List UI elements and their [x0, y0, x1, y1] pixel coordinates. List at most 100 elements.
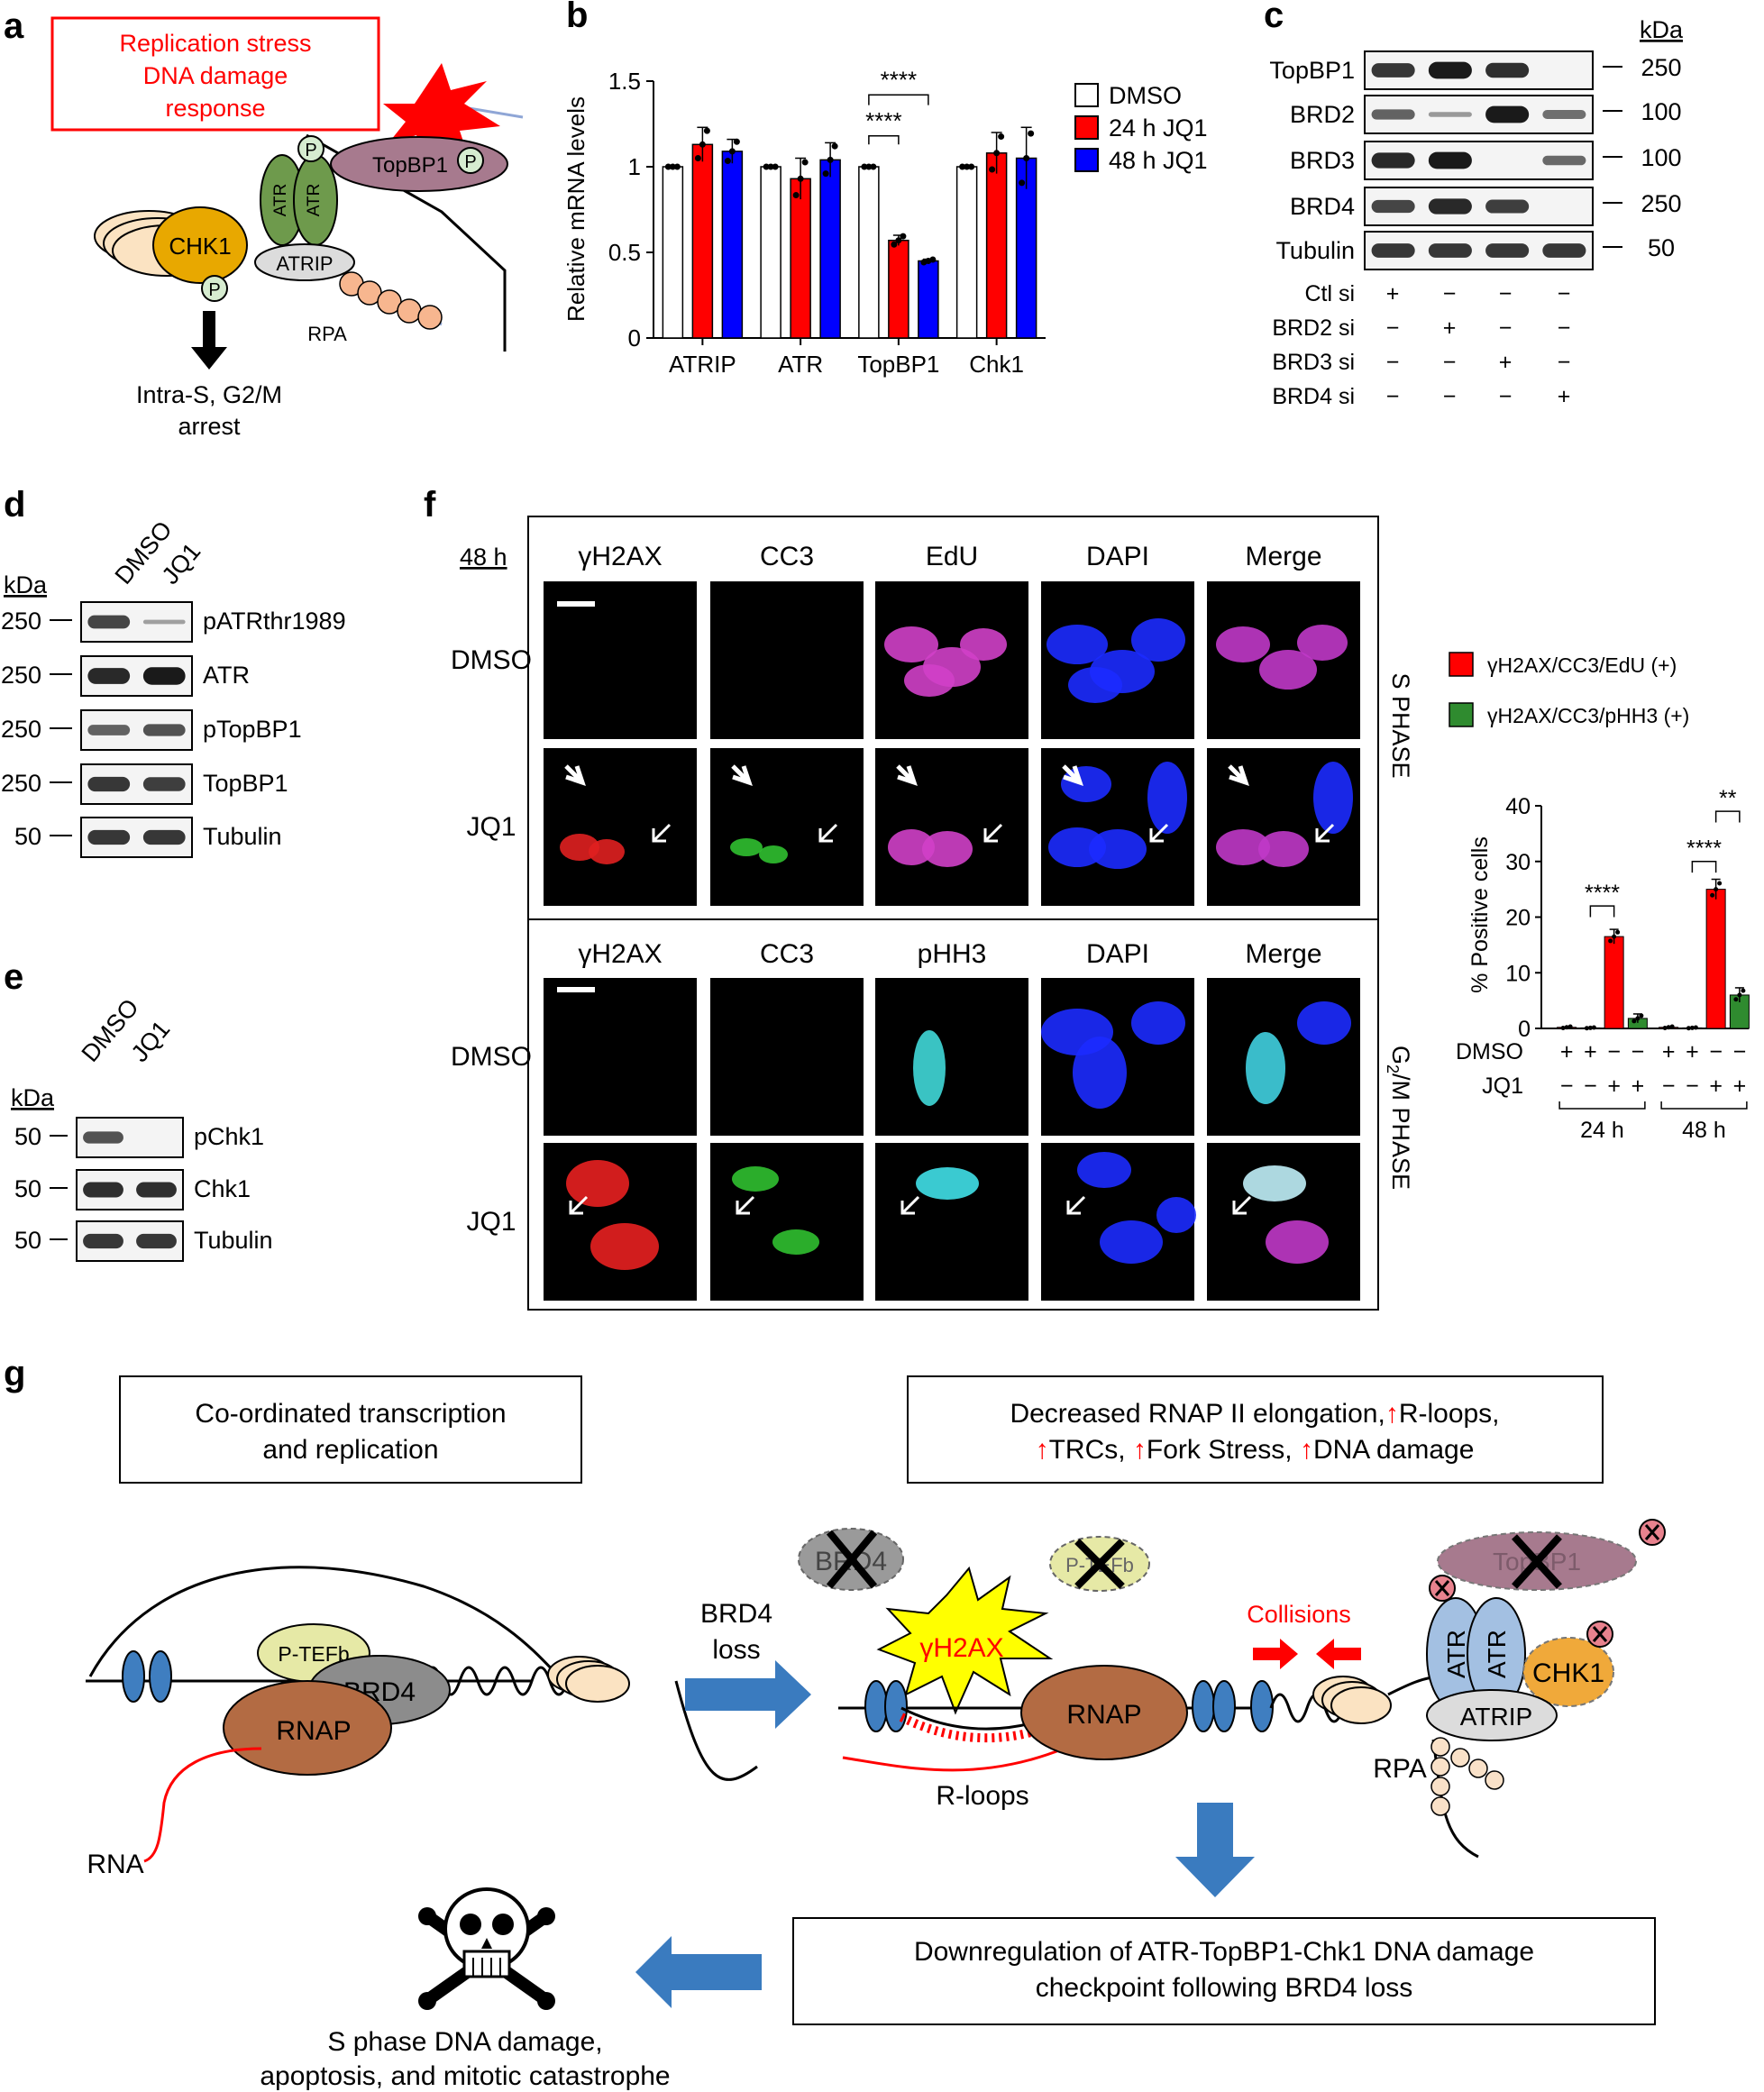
f-arrow-open [652, 823, 672, 843]
b-y-axis-label: Relative mRNA levels [562, 96, 590, 322]
middle-nucleosome-2 [884, 1680, 908, 1732]
e-kda-value: 50 [14, 1175, 41, 1202]
f-dmso-mark: − [1709, 1039, 1723, 1064]
e-row-band [83, 1131, 123, 1144]
f-cell [1131, 1001, 1185, 1045]
c-brd4-band [1428, 198, 1472, 215]
c-brd4-band [1485, 199, 1530, 214]
arrest-arrow-head [191, 347, 227, 370]
f-legend-label-edu: γH2AX/CC3/EdU (+) [1487, 653, 1677, 677]
b-data-point [929, 256, 937, 263]
middle-rnap [1020, 1665, 1188, 1760]
b-y-tick-label: 0.5 [608, 239, 641, 266]
f-cell [730, 838, 763, 856]
f-bar [1604, 936, 1624, 1029]
f-time-label: 24 h [1580, 1118, 1624, 1143]
f-tile-g2m-dmso [544, 978, 697, 1136]
f-arrow-solid [731, 764, 753, 786]
b-data-point [865, 163, 873, 170]
b-data-point [767, 163, 774, 170]
f-row-label: JQ1 [466, 812, 516, 842]
b-bar [985, 152, 1008, 339]
d-row-label: TopBP1 [203, 770, 288, 797]
f-row-label: DMSO [451, 645, 532, 675]
c-brd3-band [1428, 151, 1472, 169]
middle-nucleosome-5 [1250, 1680, 1274, 1732]
f-cell [884, 626, 938, 662]
f-dmso-mark: + [1584, 1039, 1597, 1064]
f-cell [1243, 1165, 1306, 1201]
f-data-point [1693, 1025, 1698, 1030]
b-data-point [891, 241, 898, 248]
d-row-label: ATR [203, 662, 250, 689]
b-data-point [1028, 130, 1035, 137]
middle-fork-stack [1312, 1676, 1392, 1724]
panel-d-label: d [4, 485, 25, 525]
f-dmso-mark: − [1607, 1039, 1621, 1064]
b-x-tick-label: ATRIP [669, 351, 736, 378]
c-brd2-band [1542, 110, 1586, 119]
f-cell [1073, 1037, 1127, 1109]
b-data-point [861, 163, 868, 170]
c-condition-mark: − [1558, 350, 1571, 375]
f-tile-s-jq1 [875, 748, 1028, 906]
b-y-tick-label: 0 [628, 324, 641, 352]
b-data-point [797, 175, 804, 182]
f-cell [1156, 1197, 1196, 1233]
f-data-point [1608, 938, 1613, 944]
atrip-label: ATRIP [276, 252, 333, 275]
arrest-line1: Intra-S, G2/M [136, 381, 282, 408]
left-nucleosome-2 [149, 1650, 172, 1703]
f-data-point [1631, 1019, 1637, 1024]
b-bar [858, 166, 880, 339]
d-row-band [87, 615, 131, 629]
c-topbp1-band [1371, 63, 1415, 78]
right-rpa-beads [1430, 1737, 1504, 1816]
b-bar [918, 260, 939, 339]
f-dmso-label: DMSO [1456, 1039, 1523, 1064]
c-condition-mark: − [1386, 350, 1400, 375]
f-cell [922, 831, 973, 867]
b-bar [955, 166, 978, 339]
f-time-bracket [1660, 1101, 1748, 1110]
c-condition-label: BRD4 si [1272, 384, 1355, 409]
f-tile-s-jq1 [544, 748, 697, 906]
b-data-point [763, 163, 770, 170]
d-row-band [142, 667, 186, 685]
stress-box-line1: Replication stress [119, 30, 311, 57]
d-row-label: Tubulin [203, 823, 282, 850]
f-data-point [1615, 929, 1621, 935]
f-data-point [1587, 1025, 1593, 1030]
c-topbp1-band [1485, 62, 1530, 78]
c-condition-label: BRD3 si [1272, 350, 1355, 375]
b-data-point [993, 150, 1001, 157]
c-condition-mark: − [1558, 315, 1571, 341]
b-data-point [822, 170, 829, 178]
outcome-line1: S phase DNA damage, [327, 2027, 602, 2057]
e-row-label: pChk1 [194, 1123, 264, 1150]
d-row-band [142, 829, 186, 845]
panel-g: g Co-ordinated transcription and replica… [4, 1354, 1666, 2091]
c-brd2-band [1428, 112, 1472, 117]
f-cell [1216, 829, 1270, 865]
f-data-point [1612, 934, 1617, 939]
e-row-band [136, 1182, 177, 1198]
c-brd3-band [1371, 152, 1415, 169]
f-cell [913, 1030, 946, 1106]
e-row-label: Tubulin [194, 1227, 273, 1254]
panel-a: a Replication stress DNA damage response… [4, 6, 524, 440]
c-kda-label: kDa [1640, 16, 1684, 43]
b-data-point [664, 163, 672, 170]
f-g2m-column-label: CC3 [760, 939, 814, 969]
f-tile-s-dmso [710, 581, 864, 739]
f-row-label: DMSO [451, 1042, 532, 1072]
f-arrow-open [900, 1195, 920, 1215]
decreased-trcs: TRCs, [1049, 1435, 1126, 1465]
lost-topbp1-phospho-x [1644, 1524, 1660, 1540]
f-cell [1313, 762, 1353, 834]
